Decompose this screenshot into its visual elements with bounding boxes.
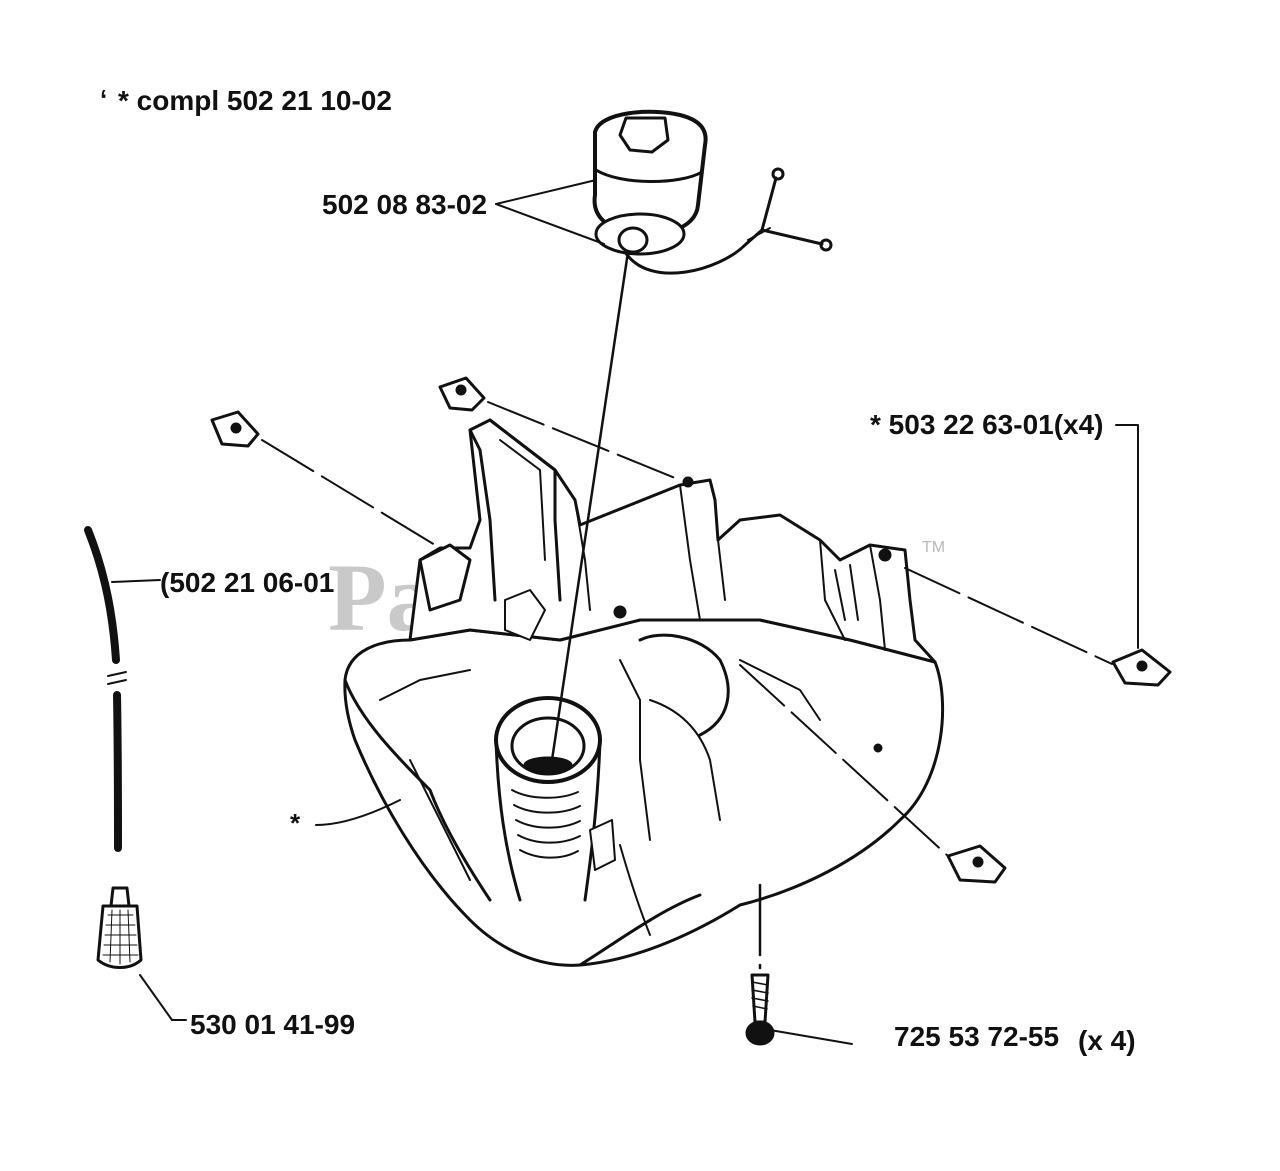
label-fuel-hose: (502 21 06-01 — [160, 567, 334, 598]
label-screw-qty: (x 4) — [1078, 1025, 1136, 1056]
nut-leader-top-left — [261, 439, 441, 549]
screw — [745, 883, 775, 1046]
nut-bottom — [946, 844, 1007, 884]
cap-to-neck-leader — [550, 250, 630, 762]
screw-label-leader — [769, 1029, 853, 1045]
nut-leader-bottom — [739, 664, 949, 857]
label-nut: * 503 22 63-01(x4) — [870, 409, 1104, 440]
fuel-filter — [96, 886, 143, 969]
tank-marker-leader — [315, 799, 401, 826]
label-tank-marker: * — [290, 808, 301, 838]
nut-leader-right — [904, 567, 1113, 665]
label-assembly: * compl 502 21 10-02 — [118, 85, 392, 116]
nut-top-center — [438, 376, 486, 412]
fuel-tank — [343, 418, 945, 967]
fuel-cap — [592, 109, 833, 275]
hose-label-leader — [111, 579, 161, 583]
nut-leader-top-center — [487, 401, 681, 481]
cap-leader-upper — [495, 179, 597, 205]
fuel-hose — [84, 526, 127, 852]
nut-label-leader — [1115, 424, 1139, 649]
bullet-mark: ‘ — [100, 84, 107, 114]
watermark-trademark: TM — [922, 539, 945, 556]
label-screw: 725 53 72-55 — [894, 1021, 1059, 1052]
filter-label-leader — [139, 974, 187, 1021]
label-fuel-filter: 530 01 41-99 — [190, 1009, 355, 1040]
label-fuel-cap: 502 08 83-02 — [322, 189, 487, 220]
nut-top-left — [210, 410, 260, 448]
nut-right — [1111, 648, 1172, 687]
cap-leader-lower — [495, 203, 605, 245]
